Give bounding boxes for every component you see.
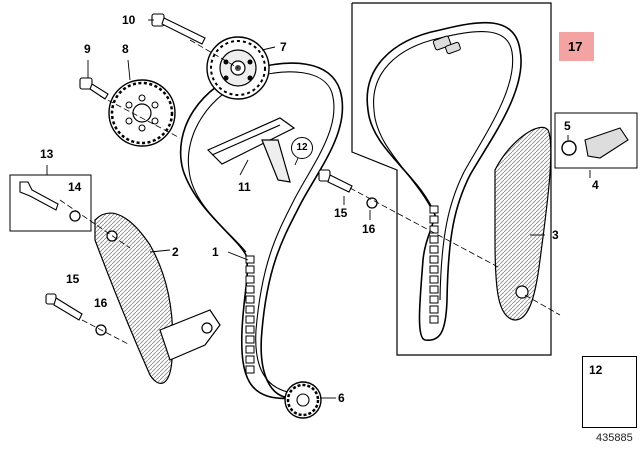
connecting-link xyxy=(432,35,461,55)
tensioner-rail-2 xyxy=(94,212,221,385)
callout-9: 9 xyxy=(84,42,91,56)
callout-11: 11 xyxy=(238,180,251,194)
bolt-9 xyxy=(79,77,109,100)
chain-kit-frame xyxy=(351,2,552,356)
callout-3: 3 xyxy=(552,228,559,242)
timing-chain-inner xyxy=(187,71,335,393)
callout-10: 10 xyxy=(122,13,136,27)
guide-rail-11 xyxy=(206,117,296,183)
bolt-13-box xyxy=(9,174,92,232)
callout-5: 5 xyxy=(564,119,571,133)
callout-15-right: 15 xyxy=(334,206,348,220)
callout-1: 1 xyxy=(212,245,219,259)
callout-6: 6 xyxy=(338,391,345,405)
legend-number: 12 xyxy=(589,363,603,377)
callout-7: 7 xyxy=(280,40,287,54)
highlighted-callout-box xyxy=(559,32,594,61)
callout-17: 17 xyxy=(568,39,583,54)
sprocket-8 xyxy=(108,79,176,147)
callout-4: 4 xyxy=(592,178,599,192)
chain-links-left xyxy=(245,255,255,374)
timing-chain xyxy=(179,62,344,400)
callout-15-left: 15 xyxy=(66,272,80,286)
legend-box xyxy=(582,356,637,428)
callout-16-left: 16 xyxy=(94,296,108,310)
callout-13: 13 xyxy=(40,147,54,161)
guide-rail-3 xyxy=(494,126,552,321)
center-lines xyxy=(59,39,561,346)
leader-lines xyxy=(46,19,591,399)
crankshaft-sprocket-6 xyxy=(284,381,322,419)
callout-8: 8 xyxy=(122,42,129,56)
reference-number: 435885 xyxy=(596,432,633,444)
replacement-chain-inner xyxy=(373,31,514,301)
bolt-15-left xyxy=(45,293,107,336)
replacement-chain xyxy=(366,21,522,341)
bolt-15-right xyxy=(318,169,378,209)
callout-12-circled: 12 xyxy=(291,137,313,159)
chain-tensioner-4 xyxy=(554,112,638,169)
callout-2: 2 xyxy=(172,245,179,259)
chain-links-right xyxy=(429,205,439,324)
callout-14: 14 xyxy=(68,180,82,194)
bolt-10 xyxy=(151,13,206,45)
callout-16-right: 16 xyxy=(362,222,376,236)
